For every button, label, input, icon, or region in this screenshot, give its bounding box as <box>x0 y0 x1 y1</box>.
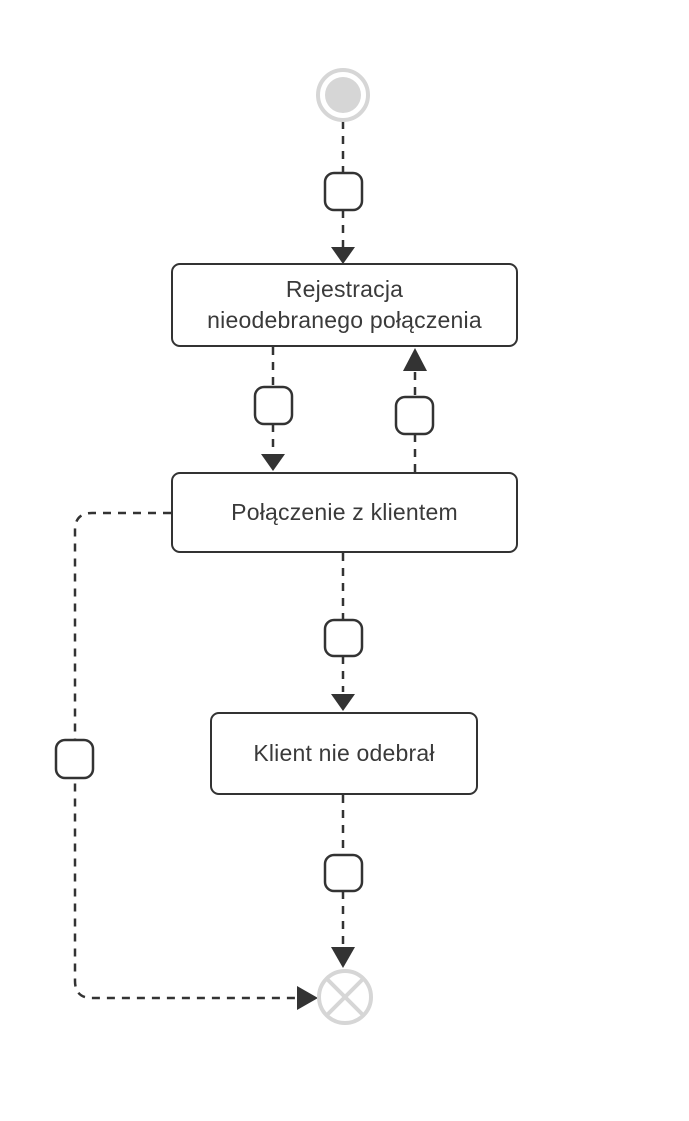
end-event-ring <box>317 969 373 1025</box>
task-label-line: Połączenie z klientem <box>231 499 458 525</box>
arrowhead-layer <box>261 247 427 1010</box>
start-event-node[interactable] <box>316 68 370 122</box>
arrowhead-into-task3-top <box>331 694 355 711</box>
flow-marker-4[interactable] <box>323 618 364 658</box>
task-label-line: Klient nie odebrał <box>253 740 435 766</box>
flow-marker-2[interactable] <box>253 385 294 426</box>
arrowhead-into-task1-top <box>331 247 355 264</box>
flow-marker-3[interactable] <box>394 395 435 436</box>
flow-layer <box>73 121 417 1000</box>
arrowhead-into-task1-bottom <box>403 348 427 371</box>
end-event-x-stroke-2 <box>325 977 365 1017</box>
start-event-core <box>325 77 361 113</box>
flow-marker-6[interactable] <box>54 738 95 780</box>
arrowhead-into-task2-top <box>261 454 285 471</box>
task-label-line: nieodebranego połączenia <box>207 307 482 333</box>
flow-marker-1[interactable] <box>323 171 364 212</box>
task-label-line: Rejestracja <box>285 276 404 302</box>
start-event-ring <box>316 68 370 122</box>
arrowhead-into-end-left <box>297 986 318 1010</box>
end-event-node[interactable] <box>317 969 373 1025</box>
task-klient-nie-odebral[interactable]: Klient nie odebrał <box>210 712 478 795</box>
task-polaczenie-z-klientem[interactable]: Połączenie z klientem <box>171 472 518 553</box>
arrowhead-into-end-top <box>331 947 355 968</box>
flow-marker-5[interactable] <box>323 853 364 893</box>
task-rejestracja-nieodebranego-polaczenia[interactable]: Rejestracja nieodebranego połączenia <box>171 263 518 347</box>
flow-marker-layer <box>54 171 435 893</box>
